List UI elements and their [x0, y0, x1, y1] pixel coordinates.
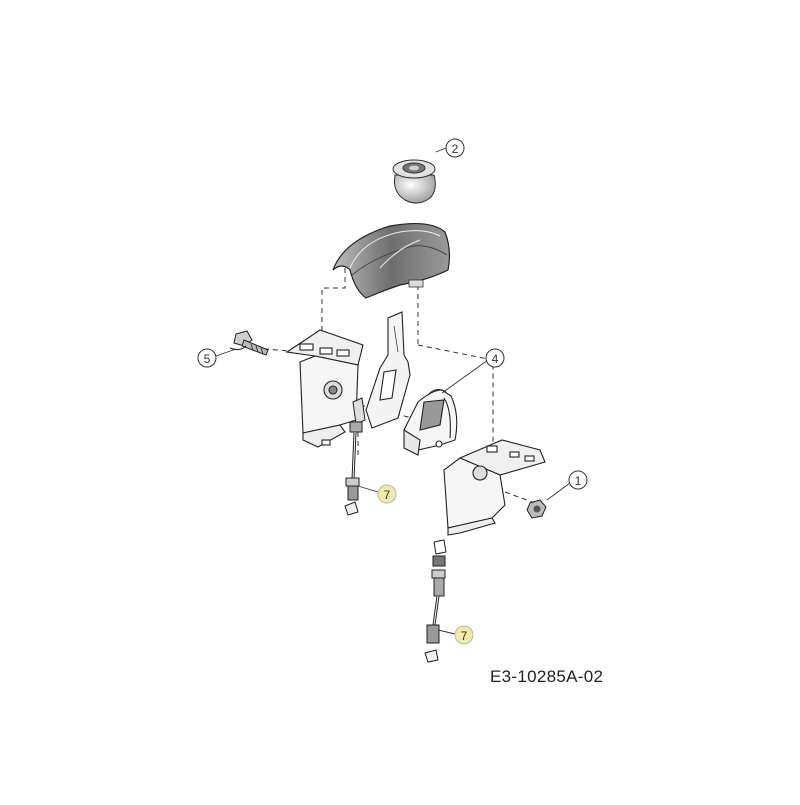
callout-1-label: 1 [575, 474, 582, 488]
callout-7a-label: 7 [384, 488, 391, 502]
callout-7b-label: 7 [461, 629, 468, 643]
callout-4-label: 4 [492, 352, 499, 366]
lever-assembly-part [403, 389, 458, 456]
knob-part [392, 159, 436, 204]
callout-7b[interactable]: 7 [437, 625, 474, 645]
nut-part [526, 499, 547, 519]
callout-5[interactable]: 5 [197, 348, 237, 368]
cable-lower-part [424, 539, 447, 663]
cable-upper-part [344, 397, 366, 516]
bolt-part [229, 330, 269, 356]
callout-1[interactable]: 1 [546, 470, 588, 501]
drawing-reference-number: E3-10285A-02 [490, 667, 604, 686]
lever-plate-part [365, 311, 411, 429]
callout-2[interactable]: 2 [435, 138, 465, 158]
right-bracket-part [443, 439, 546, 536]
left-bracket-part [285, 329, 364, 448]
callout-2-label: 2 [452, 142, 459, 156]
callout-7a[interactable]: 7 [357, 484, 397, 504]
console-cover-part [332, 222, 451, 299]
callout-5-label: 5 [204, 352, 211, 366]
callout-4[interactable]: 4 [441, 348, 505, 394]
